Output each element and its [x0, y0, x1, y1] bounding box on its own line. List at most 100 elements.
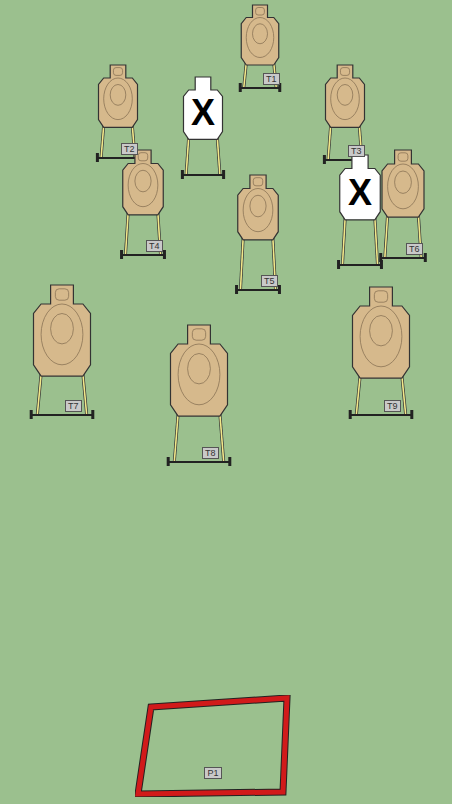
stand-foot	[222, 170, 225, 179]
target-face	[353, 287, 410, 378]
a-zone	[253, 24, 268, 44]
target-face	[171, 325, 228, 416]
target-number: T7	[65, 400, 82, 412]
stand-foot	[163, 250, 166, 259]
target-face	[340, 155, 381, 220]
c-zone	[388, 164, 419, 209]
stand-base	[236, 289, 279, 291]
head-zone	[256, 8, 265, 16]
stand-leg	[174, 414, 178, 462]
head-zone	[340, 68, 349, 76]
stand-base	[97, 157, 139, 159]
a-zone	[188, 354, 211, 384]
stand-leg	[356, 376, 360, 415]
stand-foot	[379, 253, 382, 262]
stand-foot	[239, 83, 242, 92]
head-zone	[374, 291, 387, 302]
stand-leg	[240, 238, 243, 290]
stand-foot	[96, 153, 99, 162]
c-zone	[128, 164, 158, 207]
head-zone	[55, 289, 68, 300]
head-zone	[192, 329, 205, 340]
stand-leg	[217, 137, 220, 175]
stand-leg	[186, 137, 189, 175]
c-zone	[246, 18, 274, 58]
stand-base	[381, 257, 426, 259]
target-face	[123, 150, 164, 215]
stand-leg	[217, 137, 220, 175]
a-zone	[110, 85, 126, 106]
shoot-target	[167, 325, 232, 466]
stand-leg	[342, 218, 345, 265]
stand-leg	[186, 137, 189, 175]
stand-foot	[278, 285, 281, 294]
head-zone	[138, 153, 147, 161]
target-face	[326, 65, 365, 127]
stand-base	[351, 414, 412, 416]
shoot-target	[379, 150, 427, 262]
c-zone	[360, 306, 402, 367]
no-shoot-target	[337, 155, 383, 269]
shoot-target	[239, 5, 282, 92]
target-number: T4	[146, 240, 163, 252]
target-number: T3	[348, 145, 365, 157]
stand-leg	[220, 414, 224, 462]
target-number: T5	[261, 275, 278, 287]
stand-leg	[240, 238, 243, 290]
c-zone	[178, 344, 220, 405]
head-zone	[113, 68, 122, 76]
stand-foot	[337, 260, 340, 269]
c-zone	[104, 78, 133, 120]
stand-leg	[220, 414, 224, 462]
stand-leg	[125, 213, 128, 255]
target-number: T8	[202, 447, 219, 459]
box-outline	[135, 695, 291, 797]
a-zone	[135, 170, 151, 192]
c-zone	[331, 78, 360, 120]
box-label: P1	[204, 767, 221, 779]
stand-leg	[385, 215, 388, 258]
stand-leg	[125, 213, 128, 255]
stand-foot	[120, 250, 123, 259]
a-zone	[250, 195, 266, 217]
a-zone	[337, 85, 353, 106]
stand-base	[338, 264, 381, 266]
stand-leg	[328, 125, 331, 160]
head-zone	[398, 153, 408, 161]
target-face	[184, 77, 223, 139]
no-shoot-target	[181, 77, 225, 179]
stand-leg	[101, 125, 104, 158]
stand-leg	[174, 414, 178, 462]
shooting-box: P1	[135, 695, 291, 797]
box-edge	[138, 698, 287, 794]
shoot-target	[120, 150, 166, 259]
stand-leg	[342, 218, 345, 265]
target-face	[382, 150, 424, 217]
stand-leg	[244, 63, 247, 88]
c-zone	[41, 304, 83, 365]
stand-leg	[375, 218, 378, 265]
stand-leg	[356, 376, 360, 415]
stand-foot	[424, 253, 427, 262]
stand-leg	[328, 125, 331, 160]
stand-foot	[235, 285, 238, 294]
stand-foot	[91, 410, 94, 419]
stand-foot	[181, 170, 184, 179]
target-face	[34, 285, 91, 376]
stand-base	[32, 414, 93, 416]
stand-base	[169, 461, 230, 463]
target-number: T9	[384, 400, 401, 412]
a-zone	[395, 171, 412, 193]
stand-leg	[37, 374, 41, 415]
stand-leg	[101, 125, 104, 158]
c-zone	[243, 189, 273, 232]
stand-leg	[244, 63, 247, 88]
target-number: T6	[406, 243, 423, 255]
stand-leg	[83, 374, 87, 415]
stand-foot	[228, 457, 231, 466]
head-zone	[253, 178, 262, 186]
stand-foot	[410, 410, 413, 419]
stand-leg	[402, 376, 406, 415]
stand-base	[121, 254, 164, 256]
target-face	[241, 5, 279, 65]
